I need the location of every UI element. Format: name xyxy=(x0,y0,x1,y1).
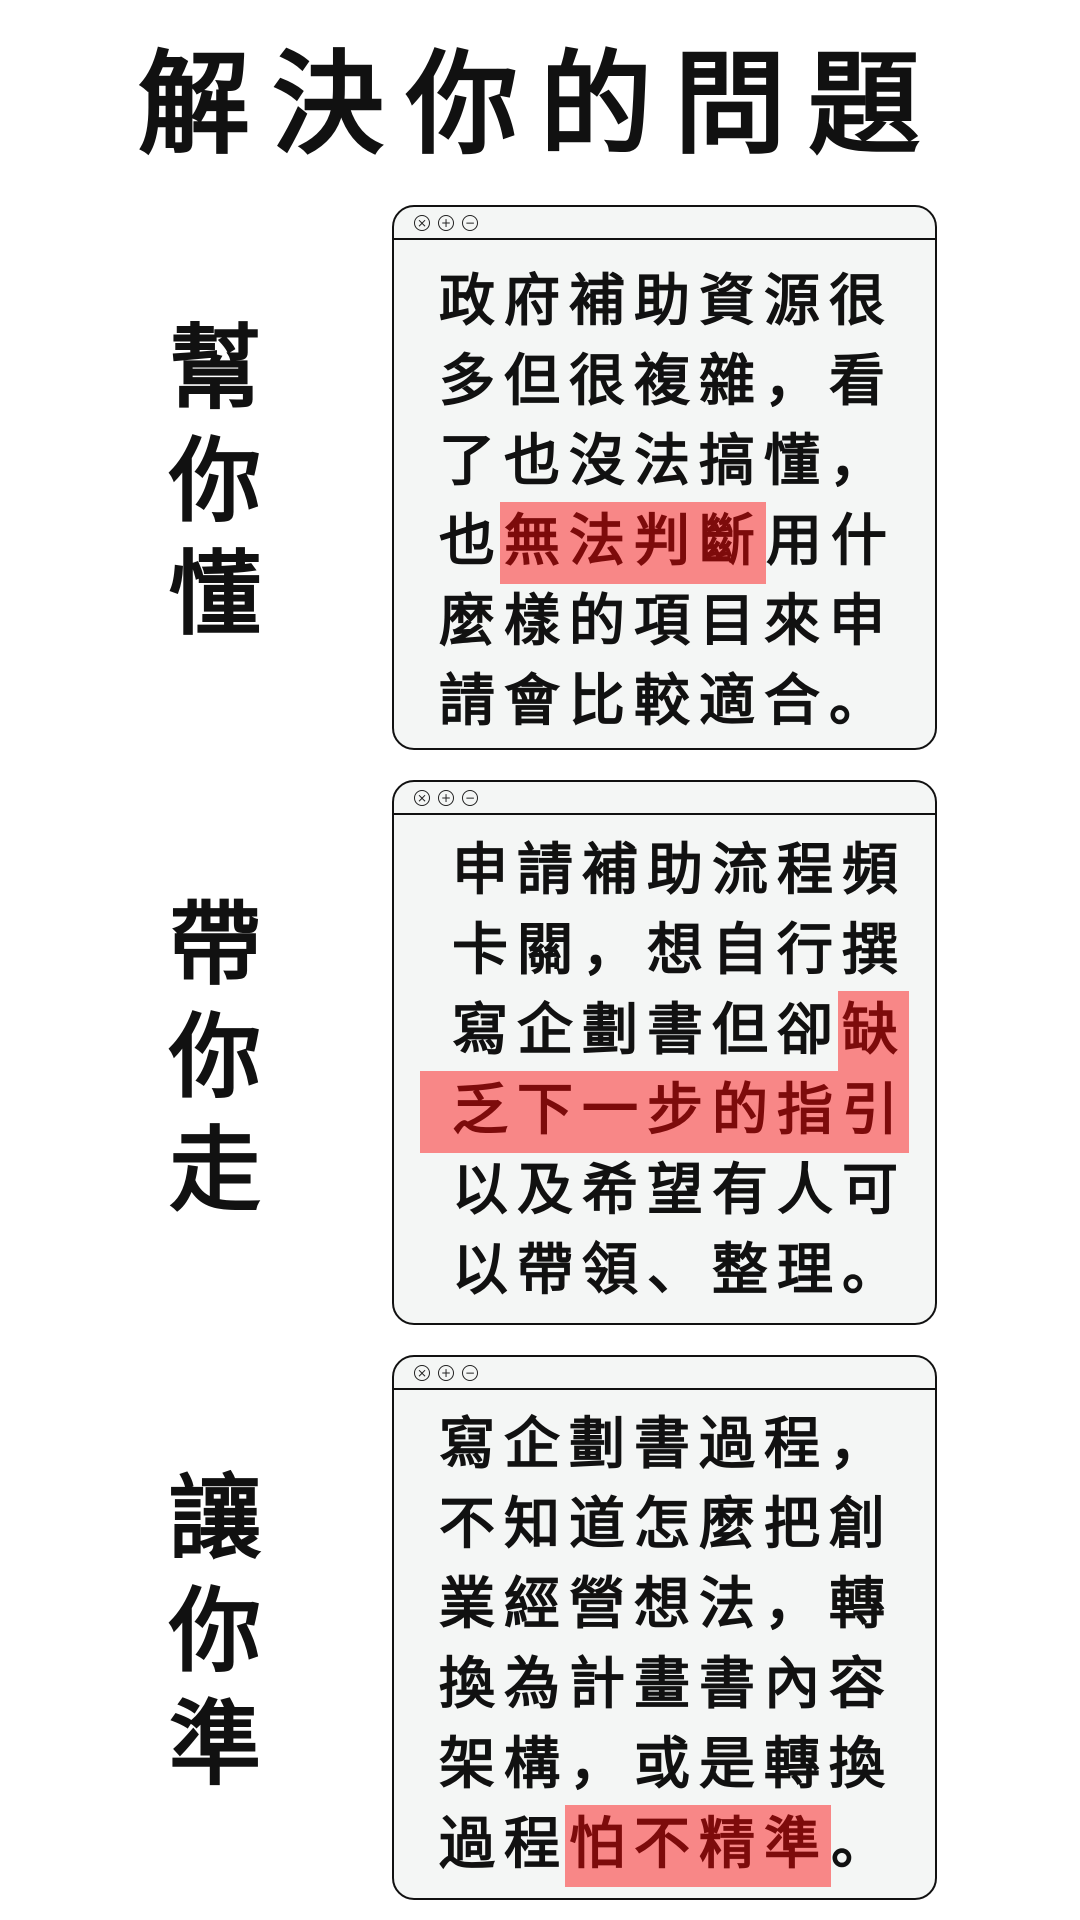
text-line: 架構，或是轉換 xyxy=(439,1725,935,1805)
text-line: 換為計畫書內容 xyxy=(439,1645,935,1725)
window-card-understand: ⨯ + − 政府補助資源很 多但很複雜，看 了也沒法搞懂， 也無法判斷用什 麼樣… xyxy=(392,205,937,750)
highlighted-text: 缺 xyxy=(838,991,909,1073)
text: 政府補助資源很 xyxy=(439,269,894,334)
plus-icon[interactable]: + xyxy=(438,789,454,806)
text: 卡關，想自行撰 xyxy=(452,918,907,983)
window-titlebar: ⨯ + − xyxy=(394,1357,935,1390)
close-icon[interactable]: ⨯ xyxy=(414,789,430,806)
text: 不知道怎麼把創 xyxy=(439,1492,894,1557)
window-titlebar: ⨯ + − xyxy=(394,207,935,240)
side-label-guide: 帶 你 走 xyxy=(160,888,270,1227)
text: 架構，或是轉換 xyxy=(439,1732,894,1797)
text-line: 乏下一步的指引 xyxy=(420,1071,935,1153)
text: 過程 xyxy=(439,1812,569,1877)
close-icon[interactable]: ⨯ xyxy=(414,1364,430,1381)
text-line: 以及希望有人可 xyxy=(452,1151,935,1231)
plus-icon[interactable]: + xyxy=(438,1364,454,1381)
text: 寫企劃書但卻 xyxy=(452,998,842,1063)
highlighted-text: 怕不精準 xyxy=(565,1805,831,1887)
text: 請會比較適合。 xyxy=(439,669,894,734)
text-line: 卡關，想自行撰 xyxy=(452,911,935,991)
window-content: 政府補助資源很 多但很複雜，看 了也沒法搞懂， 也無法判斷用什 麼樣的項目來申 … xyxy=(394,240,935,742)
close-icon[interactable]: ⨯ xyxy=(414,214,430,231)
minus-icon[interactable]: − xyxy=(462,214,478,231)
text: 。 xyxy=(831,1812,896,1877)
text-line: 請會比較適合。 xyxy=(439,662,935,742)
side-char: 準 xyxy=(168,1691,261,1798)
text: 申請補助流程頻 xyxy=(452,838,907,903)
text-line: 過程怕不精準。 xyxy=(439,1805,935,1887)
highlighted-text: 乏下一步的指引 xyxy=(420,1071,909,1153)
text: 麼樣的項目來申 xyxy=(439,589,894,654)
text: 了也沒法搞懂， xyxy=(439,429,894,494)
side-char: 你 xyxy=(168,1004,261,1111)
text-line: 以帶領、整理。 xyxy=(452,1231,935,1311)
text: 業經營想法，轉 xyxy=(439,1572,894,1637)
window-card-precise: ⨯ + − 寫企劃書過程， 不知道怎麼把創 業經營想法，轉 換為計畫書內容 架構… xyxy=(392,1355,937,1900)
window-card-guide: ⨯ + − 申請補助流程頻 卡關，想自行撰 寫企劃書但卻缺 乏下一步的指引 以及… xyxy=(392,780,937,1325)
text-line: 也無法判斷用什 xyxy=(439,502,935,584)
text: 多但很複雜，看 xyxy=(439,349,894,414)
side-char: 幫 xyxy=(168,315,261,422)
side-label-understand: 幫 你 懂 xyxy=(160,312,270,651)
side-char: 你 xyxy=(168,1578,261,1685)
text: 以帶領、整理。 xyxy=(452,1238,907,1303)
text: 以及希望有人可 xyxy=(452,1158,907,1223)
text-line: 多但很複雜，看 xyxy=(439,342,935,422)
minus-icon[interactable]: − xyxy=(462,1364,478,1381)
text: 寫企劃書過程， xyxy=(439,1412,894,1477)
text: 也 xyxy=(439,509,504,574)
side-char: 懂 xyxy=(168,541,261,648)
text-line: 麼樣的項目來申 xyxy=(439,582,935,662)
text: 換為計畫書內容 xyxy=(439,1652,894,1717)
text-line: 寫企劃書過程， xyxy=(439,1405,935,1485)
window-titlebar: ⨯ + − xyxy=(394,782,935,815)
side-char: 帶 xyxy=(168,891,261,998)
window-content: 寫企劃書過程， 不知道怎麼把創 業經營想法，轉 換為計畫書內容 架構，或是轉換 … xyxy=(394,1390,935,1887)
text-line: 寫企劃書但卻缺 xyxy=(452,991,935,1073)
plus-icon[interactable]: + xyxy=(438,214,454,231)
side-char: 讓 xyxy=(168,1465,261,1572)
text-line: 了也沒法搞懂， xyxy=(439,422,935,502)
window-content: 申請補助流程頻 卡關，想自行撰 寫企劃書但卻缺 乏下一步的指引 以及希望有人可 … xyxy=(394,815,935,1311)
highlighted-text: 無法判斷 xyxy=(500,502,766,584)
text-line: 政府補助資源很 xyxy=(439,262,935,342)
text-line: 業經營想法，轉 xyxy=(439,1565,935,1645)
text-line: 申請補助流程頻 xyxy=(452,831,935,911)
side-char: 你 xyxy=(168,428,261,535)
text-line: 不知道怎麼把創 xyxy=(439,1485,935,1565)
page-title: 解決你的問題 xyxy=(138,40,942,170)
side-char: 走 xyxy=(168,1117,261,1224)
text: 用什 xyxy=(766,509,896,574)
minus-icon[interactable]: − xyxy=(462,789,478,806)
side-label-precise: 讓 你 準 xyxy=(160,1462,270,1801)
